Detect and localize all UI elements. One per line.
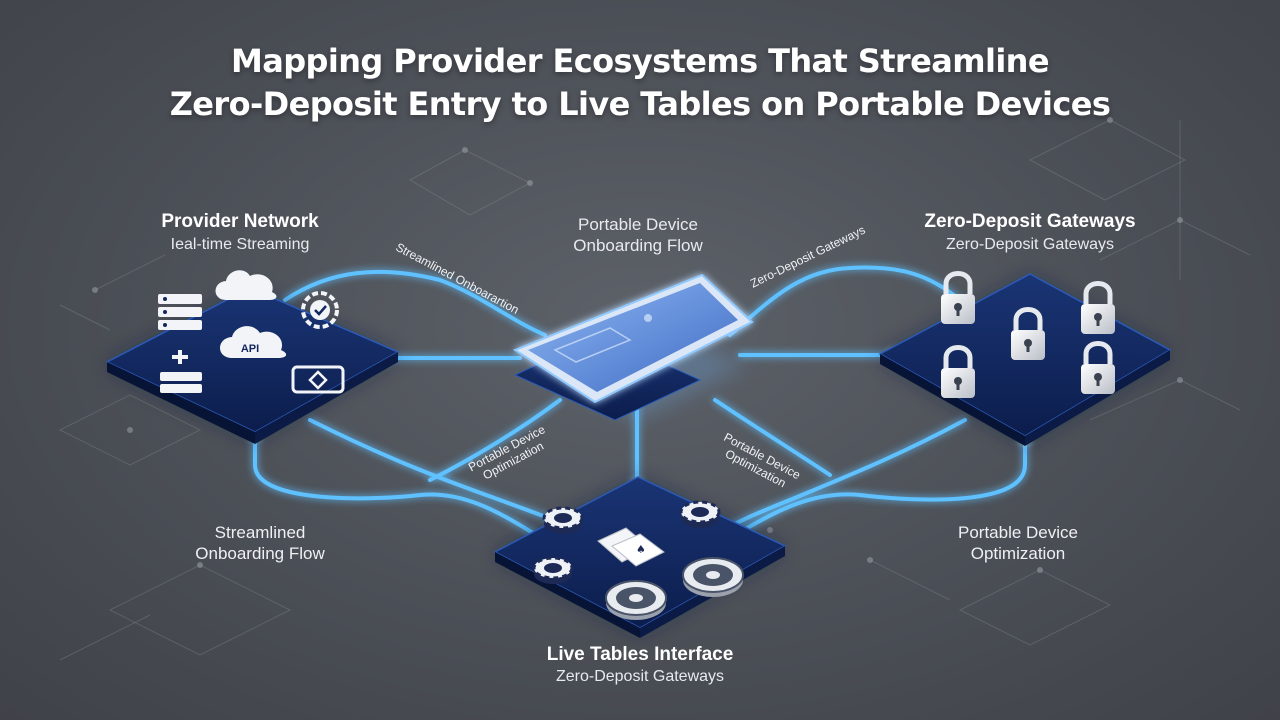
provider-network-heading: Provider Network [161, 211, 319, 232]
connector-gateways-cross [713, 418, 967, 537]
device-heading-line-2: Onboarding Flow [573, 236, 703, 255]
side-label-right-line-1: Portable Device [957, 523, 1078, 542]
camera-icon [291, 365, 345, 394]
poker-chip-icon [532, 500, 721, 584]
svg-text:API: API [241, 343, 259, 355]
server-icon [158, 294, 202, 330]
server-plus-icon [160, 350, 202, 393]
provider-platform [105, 287, 400, 444]
playing-cards-icon: ♠ [597, 527, 665, 567]
live-tables-heading: Live Tables Interface [546, 644, 734, 665]
tablet-icon [512, 273, 754, 404]
gateways-heading: Zero-Deposit Gateways [924, 211, 1136, 232]
connector-device-live-left [428, 398, 562, 482]
svg-text:♠: ♠ [636, 543, 646, 556]
gear-check-icon [301, 291, 339, 329]
gateways-subheading: Zero-Deposit Gateways [945, 236, 1115, 253]
side-label-left-line-2: Onboarding Flow [195, 544, 325, 563]
connector-gateways-live [733, 438, 1027, 537]
connector-provider-live [253, 433, 547, 542]
title-line-1: Mapping Provider Ecosystems That Streaml… [231, 42, 1050, 80]
cloud-icon [215, 270, 277, 300]
connector-device-gateways [728, 265, 962, 337]
roulette-wheel-icon [605, 557, 744, 620]
page-title: Mapping Provider Ecosystems That Streaml… [0, 40, 1280, 126]
device-heading-line-1: Portable Device [577, 215, 698, 234]
side-label-right-line-2: Optimization [970, 544, 1066, 563]
device-heading: Portable Device Onboarding Flow [528, 214, 748, 256]
padlock-icon [941, 271, 1115, 398]
connector-provider-device [283, 269, 547, 337]
provider-network-subheading: Ieal-time Streaming [170, 236, 310, 253]
api-cloud-icon: API [220, 326, 287, 358]
side-label-left-line-1: Streamlined [214, 523, 306, 542]
connector-device-live-right [713, 398, 832, 477]
title-line-2: Zero-Deposit Entry to Live Tables on Por… [169, 85, 1111, 123]
side-label-right: Portable Device Optimization [908, 522, 1128, 564]
side-label-left: Streamlined Onboarding Flow [150, 522, 370, 564]
live-tables-subheading: Zero-Deposit Gateways [555, 668, 725, 685]
